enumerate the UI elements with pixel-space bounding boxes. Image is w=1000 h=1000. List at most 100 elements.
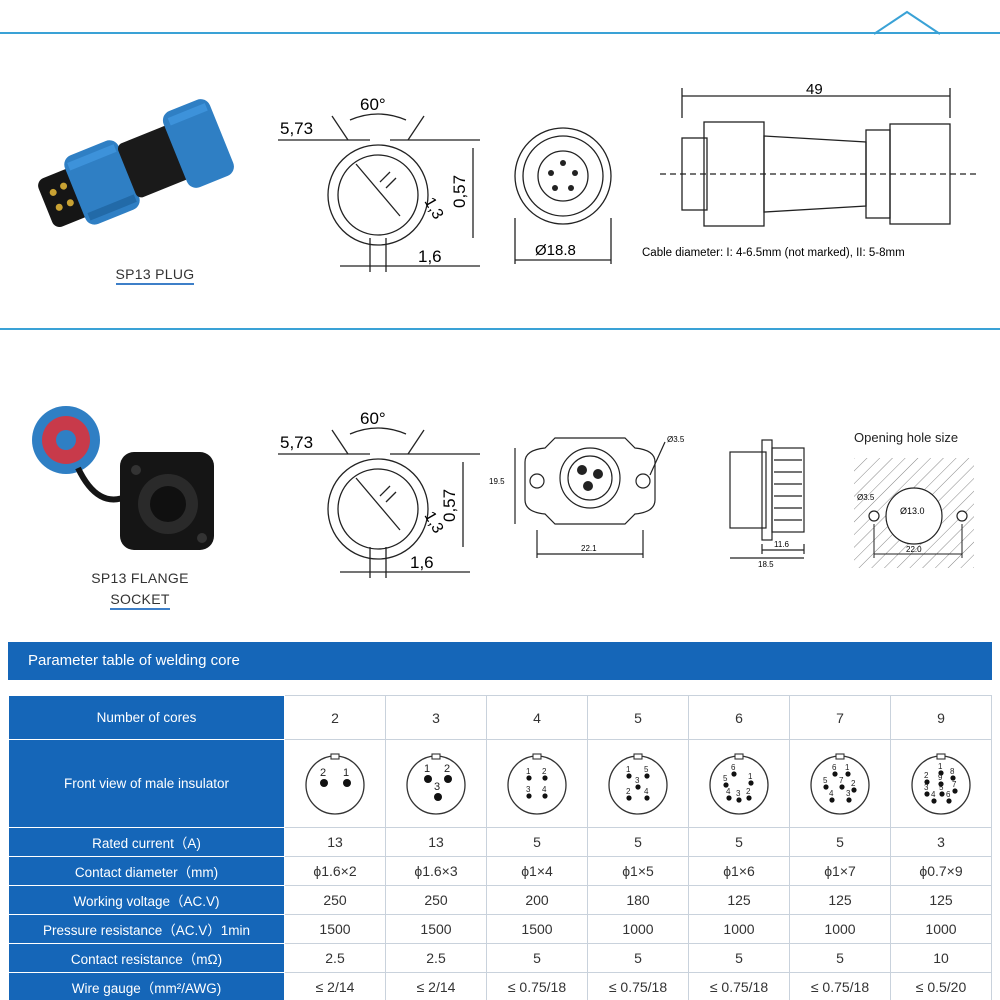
pin-number-label: 5 bbox=[723, 774, 728, 783]
sp13-plug-image bbox=[38, 99, 234, 227]
plug-diameter-label: Ø18.8 bbox=[535, 242, 576, 259]
pin-number-label: 2 bbox=[320, 767, 326, 779]
pin-number-label: 4 bbox=[726, 787, 731, 796]
plug-dim-16: 1,6 bbox=[418, 247, 442, 266]
table-cell: 125 bbox=[890, 885, 992, 915]
plug-caption-text: SP13 PLUG bbox=[115, 266, 195, 285]
pin-number-label: 2 bbox=[626, 787, 631, 796]
pin-number-label: 4 bbox=[829, 789, 834, 798]
pin-number-label: 1 bbox=[526, 767, 531, 776]
pin-contact bbox=[731, 770, 737, 777]
socket-caption: SP13 FLANGE SOCKET bbox=[60, 568, 220, 610]
pin-contact bbox=[845, 770, 851, 777]
pin-contact bbox=[320, 778, 328, 787]
socket-depth2-label: 18.5 bbox=[758, 560, 774, 569]
pin-number-label: 1 bbox=[424, 763, 430, 775]
pin-contact bbox=[823, 783, 829, 790]
pin-contact bbox=[829, 796, 835, 803]
table-row: Wire gauge（mm²/AWG)≤ 2/14≤ 2/14≤ 0.75/18… bbox=[8, 972, 992, 1000]
row-header: Working voltage（AC.V) bbox=[8, 885, 285, 915]
pin-contact bbox=[952, 787, 958, 794]
table-cell: ϕ0.7×9 bbox=[890, 856, 992, 886]
table-cell: 1500 bbox=[486, 914, 588, 944]
table-cell: 2.5 bbox=[385, 943, 487, 973]
table-cell: ϕ1×5 bbox=[587, 856, 689, 886]
pin-contact bbox=[626, 772, 632, 779]
table-cell: 250 bbox=[284, 885, 386, 915]
pin-contact bbox=[542, 792, 548, 799]
top-divider bbox=[0, 32, 1000, 34]
table-cell: ≤ 2/14 bbox=[284, 972, 386, 1000]
socket-hole-label: Ø3.5 bbox=[667, 435, 685, 444]
pin-contact bbox=[343, 778, 351, 787]
table-cell: 2 bbox=[284, 695, 386, 740]
pin-contact bbox=[526, 774, 532, 781]
table-cell: 125 bbox=[688, 885, 790, 915]
pin-number-label: 2 bbox=[746, 787, 751, 796]
table-cell: 4 bbox=[486, 695, 588, 740]
divider-notch-icon bbox=[873, 10, 941, 35]
sp13-flange-socket-image bbox=[32, 406, 214, 550]
socket-caption-line1: SP13 FLANGE bbox=[91, 570, 189, 586]
table-cell: ϕ1.6×3 bbox=[385, 856, 487, 886]
pin-contact bbox=[950, 774, 956, 781]
plug-front-view-diagram: Ø18.8 bbox=[514, 127, 612, 264]
socket-depth1-label: 11.6 bbox=[774, 540, 790, 549]
socket-flange-front-diagram: Ø3.5 19.5 22.1 bbox=[489, 435, 685, 558]
pin-number-label: 6 bbox=[946, 790, 951, 799]
pin-contact bbox=[635, 783, 641, 790]
table-cell: 1500 bbox=[385, 914, 487, 944]
table-cell: 13 bbox=[385, 827, 487, 857]
row-header: Pressure resistance（AC.V）1min bbox=[8, 914, 285, 944]
table-cell: ϕ1×4 bbox=[486, 856, 588, 886]
pin-contact bbox=[832, 770, 838, 777]
row-header: Contact resistance（mΩ) bbox=[8, 943, 285, 973]
table-cell: ≤ 0.75/18 bbox=[587, 972, 689, 1000]
pin-number-label: 3 bbox=[846, 789, 851, 798]
pin-contact bbox=[938, 769, 944, 776]
table-cell: ≤ 0.5/20 bbox=[890, 972, 992, 1000]
table-banner: Parameter table of welding core bbox=[8, 642, 992, 680]
table-cell: 5 bbox=[587, 943, 689, 973]
plug-cable-note: Cable diameter: I: 4-6.5mm (not marked),… bbox=[642, 247, 905, 259]
opening-hole-diagram: Ø3.5 Ø13.0 22.0 bbox=[854, 458, 974, 568]
table-cell: 180 bbox=[587, 885, 689, 915]
table-cell: 1000 bbox=[789, 914, 891, 944]
pin-contact bbox=[644, 772, 650, 779]
section-divider bbox=[0, 328, 1000, 330]
pin-number-label: 8 bbox=[950, 767, 955, 776]
plug-cutout-diagram: 5,73 60° 0,57 1,3 1,6 bbox=[278, 95, 480, 272]
table-cell: 9 bbox=[890, 695, 992, 740]
table-cell: 3 bbox=[385, 695, 487, 740]
table-cell: 1000 bbox=[587, 914, 689, 944]
pin-contact bbox=[924, 778, 930, 785]
plug-dim-angle: 60° bbox=[360, 95, 386, 114]
table-cell: 3 bbox=[890, 827, 992, 857]
pin-contact bbox=[748, 779, 754, 786]
pin-number-label: 1 bbox=[343, 767, 349, 779]
pin-contact bbox=[924, 790, 930, 797]
pin-contact bbox=[839, 783, 845, 790]
row-header: Contact diameter（mm) bbox=[8, 856, 285, 886]
pin-number-label: 5 bbox=[823, 776, 828, 785]
pin-number-label: 2 bbox=[851, 779, 856, 788]
pin-number-label: 4 bbox=[542, 785, 547, 794]
row-header: Front view of male insulator bbox=[8, 739, 285, 828]
table-cell: 1000 bbox=[890, 914, 992, 944]
table-cell: 13 bbox=[284, 827, 386, 857]
table-cell: 7 bbox=[789, 695, 891, 740]
opening-main-hole-label: Ø13.0 bbox=[900, 506, 925, 516]
opening-small-hole-label: Ø3.5 bbox=[857, 493, 875, 502]
